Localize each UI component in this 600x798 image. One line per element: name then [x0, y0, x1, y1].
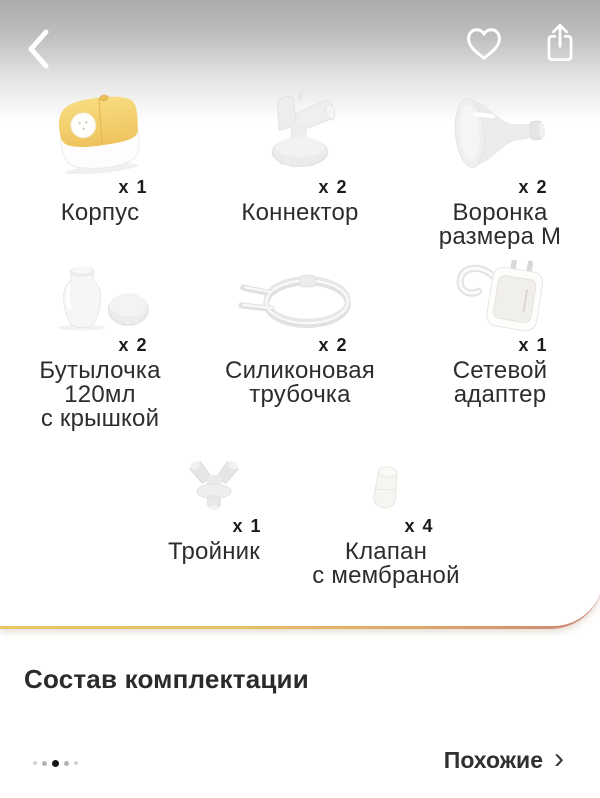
- page-dot: [74, 761, 78, 765]
- kit-item-valve: x 4 Клапан с мембраной: [300, 456, 472, 588]
- quantity-badge: x 2: [318, 335, 348, 355]
- funnel-image: [447, 86, 553, 174]
- pump-body-image: [44, 86, 156, 174]
- kit-item-connector: x 2 Коннектор: [200, 86, 400, 249]
- kit-row-3: x 1 Тройник: [128, 456, 472, 588]
- quantity-badge: x 4: [404, 516, 434, 536]
- quantity-badge: x 2: [518, 177, 548, 197]
- page-dot: [42, 760, 47, 766]
- share-icon: [547, 23, 573, 61]
- carousel-page-indicator[interactable]: [33, 757, 78, 769]
- tee-connector-image: [177, 456, 251, 513]
- kit-item-label: Корпус: [60, 199, 140, 226]
- connector-image: [252, 86, 348, 174]
- similar-products-link[interactable]: Похожие ›: [443, 741, 564, 775]
- chevron-left-icon: [28, 29, 49, 69]
- quantity-badge: x 2: [118, 335, 148, 355]
- page-dot-active: [52, 759, 59, 767]
- kit-item-adapter: x 1 Сетевой адаптер: [400, 254, 600, 431]
- kit-item-funnel: x 2 Воронка размера M: [400, 86, 600, 249]
- kit-item-tube: x 2 Силиконовая трубочка: [200, 254, 400, 431]
- kit-row-1: x 1 Корпус: [0, 86, 600, 249]
- hero-card-border: x 1 Корпус: [0, 0, 600, 629]
- favorite-button[interactable]: [465, 25, 503, 63]
- share-button[interactable]: [543, 22, 577, 64]
- kit-item-label: Силиконовая трубочка: [225, 357, 375, 408]
- page-dot: [64, 760, 69, 766]
- section-title: Состав комплектации: [24, 664, 309, 694]
- quantity-badge: x 2: [318, 177, 348, 197]
- kit-row-2: x 2 Бутылочка 120мл с крышкой: [0, 254, 600, 431]
- page-dot: [33, 761, 37, 765]
- kit-item-label: Коннектор: [241, 199, 359, 226]
- quantity-badge: x 1: [232, 516, 262, 536]
- kit-item-label: Сетевой адаптер: [452, 357, 548, 408]
- heart-icon: [467, 28, 501, 60]
- quantity-badge: x 1: [118, 177, 148, 197]
- kit-item-label: Воронка размера M: [438, 199, 562, 250]
- kit-item-label: Клапан с мембраной: [312, 538, 460, 589]
- kit-item-label: Тройник: [168, 538, 260, 565]
- valve-image: [365, 456, 407, 513]
- power-adapter-image: [445, 254, 555, 332]
- back-button[interactable]: [26, 28, 52, 70]
- kit-item-tee: x 1 Тройник: [128, 456, 300, 588]
- kit-item-bottle: x 2 Бутылочка 120мл с крышкой: [0, 254, 200, 431]
- bottle-image: [44, 254, 156, 332]
- kit-contents-slide[interactable]: x 1 Корпус: [0, 0, 600, 626]
- kit-item-label: Бутылочка 120мл с крышкой: [39, 357, 161, 432]
- tube-image: [237, 254, 363, 332]
- quantity-badge: x 1: [518, 335, 548, 355]
- chevron-right-icon: ›: [554, 741, 564, 775]
- similar-label: Похожие: [443, 747, 543, 773]
- kit-item-pump-body: x 1 Корпус: [0, 86, 200, 249]
